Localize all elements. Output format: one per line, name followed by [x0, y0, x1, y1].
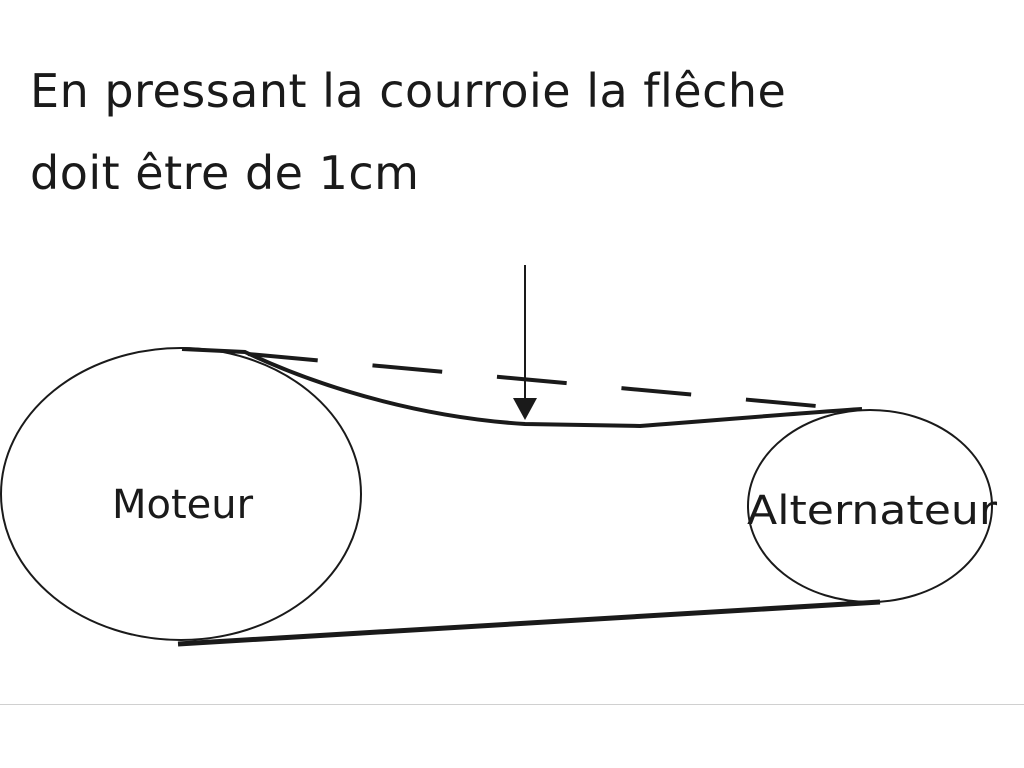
motor-label: Moteur: [112, 482, 254, 528]
instruction-caption: En pressant la courroie la flêche doit ê…: [30, 50, 990, 214]
motor-pulley: [0, 347, 362, 641]
caption-line-2: doit être de 1cm: [30, 146, 420, 200]
belt-bottom: [177, 599, 881, 647]
caption-line-1: En pressant la courroie la flêche: [30, 64, 787, 118]
bottom-divider: [0, 704, 1024, 705]
alternator-label: Alternateur: [747, 488, 998, 534]
pressing-arrow-head: [513, 398, 537, 420]
belt-top-deflected: [181, 347, 863, 429]
belt-rest-dashed-line: [247, 352, 861, 412]
